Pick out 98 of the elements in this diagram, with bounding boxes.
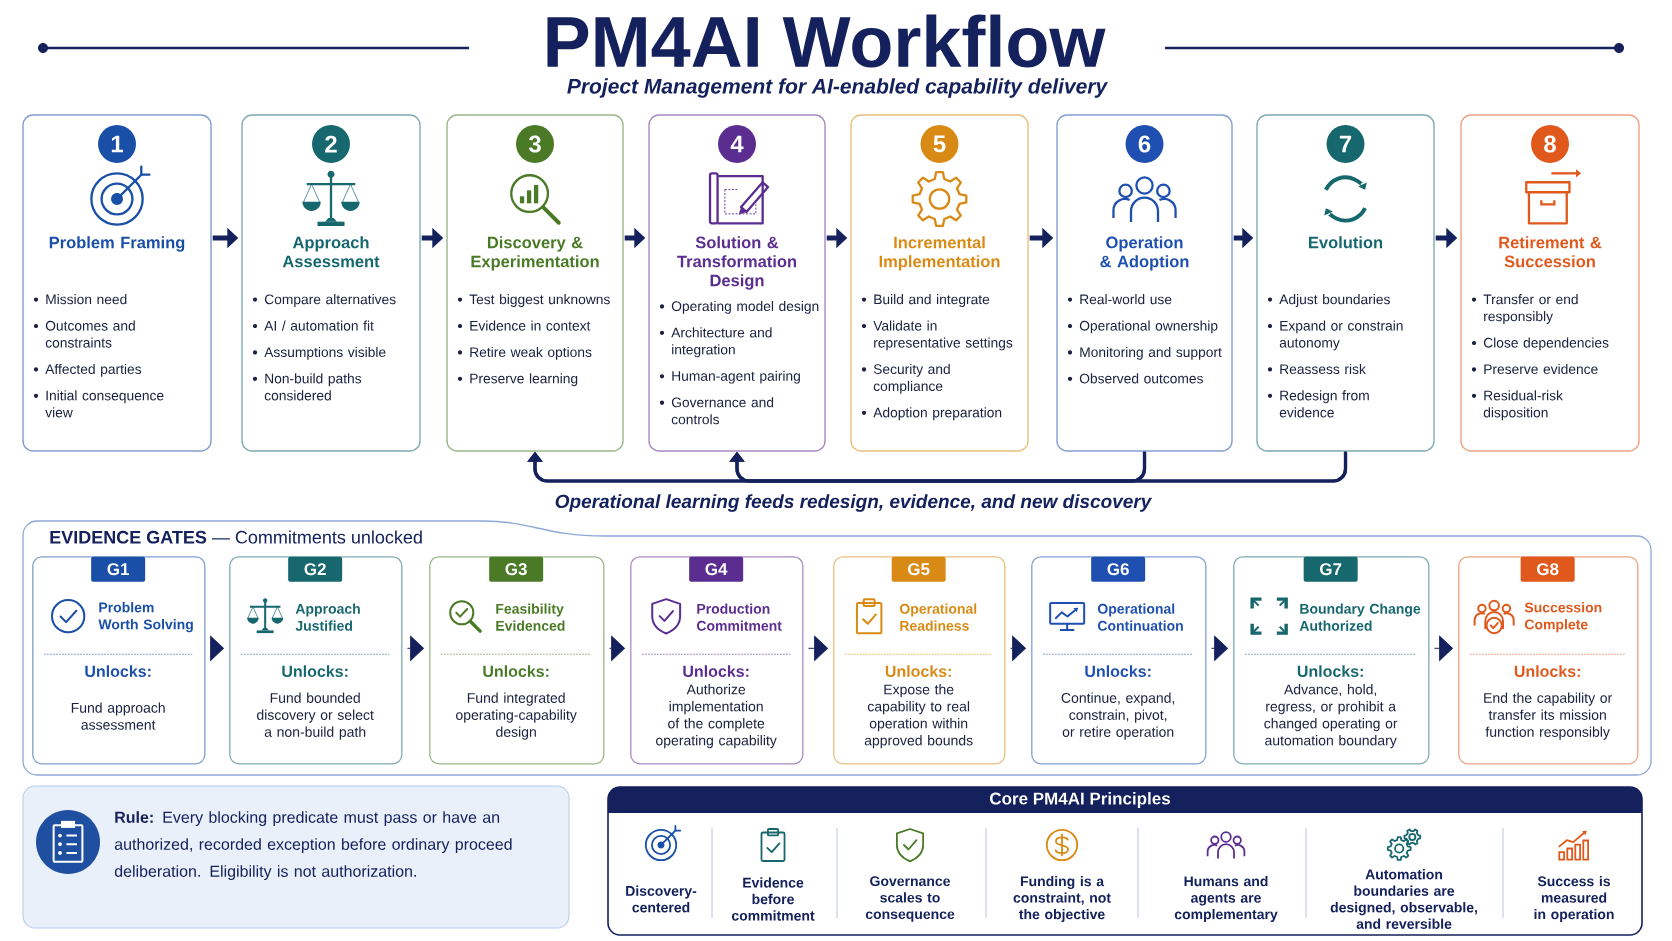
bullet-item: Operating model design — [671, 300, 819, 314]
gate-title: Approach Justified — [295, 603, 360, 631]
bullet-item: Retire weak options — [470, 346, 592, 360]
stage-heading: Solution & Transformation Design — [677, 236, 797, 290]
unlocks-heading: Unlocks: — [683, 665, 749, 677]
bullet-item: Residual-risk disposition — [1483, 390, 1563, 421]
bullet-item: Adjust boundaries — [1279, 294, 1390, 307]
feedback-arrow — [729, 451, 1348, 483]
unlocks-text: End the capability or transfer its mission function responsibly — [1484, 692, 1612, 740]
unlocks-heading: Unlocks: — [1514, 665, 1580, 677]
bullet-item: Security and compliance — [873, 363, 950, 394]
bullet-item: Close dependencies — [1483, 337, 1609, 351]
rule-box: Rule: Every blocking predicate must pass or have an authorized, recorded exception before ordinary proceed deliberation. Eligibility is not authorization. — [22, 785, 570, 929]
panel-title: EVIDENCE GATES — Commitments unlocked — [50, 530, 422, 544]
stage-heading: Operation & Adoption — [1100, 236, 1189, 271]
unlocks-text: Continue, expand, constrain, pivot, or retire operation — [1061, 692, 1175, 740]
bullet-item: Preserve evidence — [1484, 363, 1598, 375]
unlocks-text: Fund bounded discovery or select a non-build path — [257, 692, 374, 740]
bullet-item: Affected parties — [45, 363, 142, 377]
bullet-item: Architecture and integration — [671, 327, 772, 358]
subtitle: Project Management for AI-enabled capability delivery — [567, 78, 1109, 98]
gate-tab: G1 — [91, 556, 146, 582]
unlocks-text: Expose the capability to real operation within approved bounds — [864, 684, 973, 749]
gate-tab: G2 — [288, 556, 343, 582]
bullet-item: Compare alternatives — [264, 294, 396, 307]
bullet-item: AI / automation fit — [264, 320, 374, 331]
bullet-item: Expand or constrain autonomy — [1279, 320, 1403, 351]
unlocks-heading: Unlocks: — [1085, 665, 1151, 677]
step-number: 3 — [516, 125, 554, 163]
principle-text: Funding is a constraint, not the objective — [1013, 875, 1111, 922]
gate-tab: G6 — [1091, 556, 1146, 582]
unlocks-text: Authorize implementation of the complete operating capability — [656, 684, 777, 749]
principle-text: Evidence before commitment — [731, 877, 815, 921]
bullet-item: Reassess risk — [1280, 363, 1366, 375]
gate-title: Feasibility Evidenced — [496, 603, 565, 631]
arrow — [807, 635, 828, 661]
unlocks-heading: Unlocks: — [85, 665, 151, 677]
bullet-item: Build and integrate — [874, 294, 990, 307]
stage-heading: Incremental Implementation — [879, 236, 1000, 271]
bullet-item: Non-build paths considered — [264, 373, 362, 401]
stage-heading: Approach Assessment — [282, 236, 380, 268]
stage-heading: Problem Framing — [49, 236, 185, 252]
unlocks-text: Fund approach assessment — [71, 702, 165, 730]
bullet-item: Observed outcomes — [1079, 373, 1203, 384]
arrow — [1433, 635, 1453, 661]
bullet-item: Real-world use — [1080, 294, 1172, 305]
step-number: 6 — [1125, 125, 1164, 163]
unlocks-heading: Unlocks: — [885, 665, 951, 677]
bullet-item: Transfer or end responsibly — [1483, 294, 1578, 324]
stage-heading: Evolution — [1309, 236, 1383, 249]
gate-title: Boundary Change Authorized — [1299, 603, 1421, 631]
bullet-item: Human-agent pairing — [672, 370, 800, 384]
bullet-item: Governance and controls — [671, 397, 774, 425]
principle-text: Success is measured in operation — [1534, 875, 1614, 922]
bullet-item: Initial consequence view — [45, 390, 164, 418]
bullet-item: Redesign from evidence — [1279, 390, 1369, 418]
unlocks-heading: Unlocks: — [282, 665, 348, 677]
bullet-item: Validate in representative settings — [873, 320, 1013, 351]
arrow — [608, 635, 625, 661]
heading-band: Core PM4AI Principles — [608, 787, 1642, 813]
step-number: 1 — [98, 125, 136, 163]
unlocks-text: Fund integrated operating-capability design — [456, 692, 577, 740]
principle-text: Humans and agents are complementary — [1174, 875, 1278, 922]
gate-tab: G3 — [489, 556, 544, 582]
step-number: 8 — [1531, 125, 1569, 163]
step-number: 7 — [1326, 125, 1365, 163]
stage-heading: Retirement & Succession — [1499, 236, 1602, 268]
stage-heading: Discovery & Experimentation — [471, 236, 599, 271]
step-number: 5 — [920, 125, 959, 163]
unlocks-heading: Unlocks: — [1297, 665, 1363, 677]
title: PM4AI Workflow — [547, 14, 1106, 68]
unlocks-heading: Unlocks: — [483, 665, 549, 677]
unlocks-text: Advance, hold, regress, or prohibit a changed operating or automation boundary — [1264, 684, 1398, 749]
bullet-item: Outcomes and constraints — [45, 320, 135, 348]
principle-text: Governance scales to consequence — [865, 876, 955, 922]
gate-title: Operational Continuation — [1097, 603, 1183, 631]
bullet-item: Monitoring and support — [1080, 346, 1222, 360]
arrow — [1009, 635, 1026, 661]
principle-text: Automation boundaries are designed, observable, and reversible — [1330, 869, 1477, 929]
arrow — [1210, 635, 1228, 661]
gate-title: Problem Worth Solving — [98, 602, 193, 633]
bullet-item: Mission need — [46, 294, 127, 305]
loop-caption: Operational learning feeds redesign, evidence, and new discovery — [555, 494, 1153, 512]
bullet-item: Test biggest unknowns — [469, 294, 610, 307]
gate-title: Operational Readiness — [899, 603, 977, 631]
bullet-item: Adoption preparation — [873, 407, 1002, 421]
bullet-item: Evidence in context — [470, 320, 591, 331]
bullet-item: Assumptions visible — [264, 346, 386, 360]
gate-title: Succession Complete — [1524, 602, 1602, 633]
step-number: 2 — [312, 125, 350, 163]
gate-title: Production Commitment — [696, 603, 782, 631]
bullet-item: Preserve learning — [470, 373, 578, 387]
gate-tab: G4 — [689, 556, 744, 582]
principle-text: Discovery-centered — [626, 885, 697, 913]
step-number: 4 — [718, 125, 756, 163]
bullet-item: Operational ownership — [1079, 320, 1218, 334]
arrow — [209, 635, 224, 661]
arrow — [406, 635, 424, 661]
